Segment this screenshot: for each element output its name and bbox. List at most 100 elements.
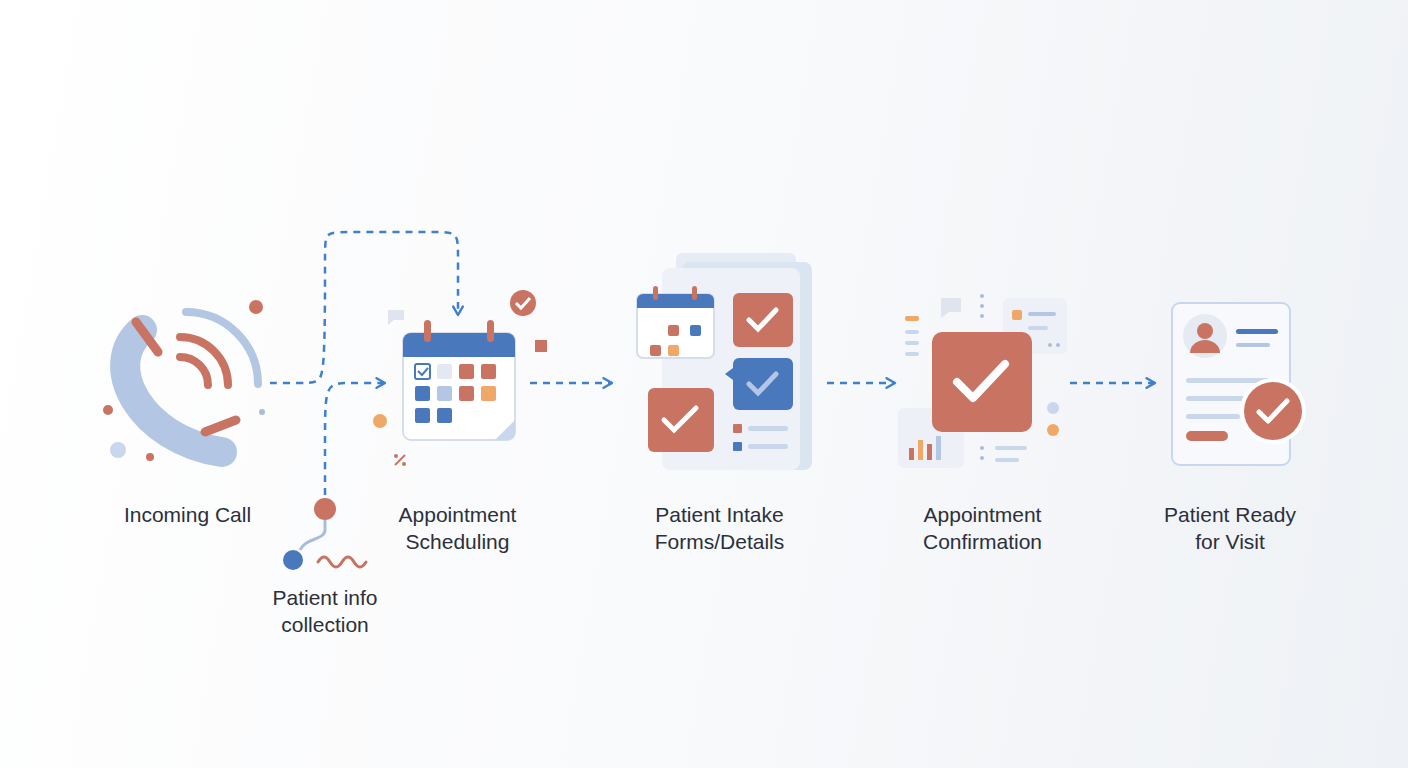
calendar-icon-part [481,364,496,379]
calendar-icon-part [403,333,515,440]
intake-forms-icon-part [748,444,788,449]
intake-forms-icon-part [749,374,776,393]
patient-card-icon [1172,303,1306,465]
calendar-icon-part [402,462,406,466]
patient-card-icon-part [1236,329,1278,334]
phone-icon-part [205,420,236,432]
calendar-icon-part [373,414,387,428]
intake-forms-icon-part [733,442,742,451]
confirmation-icon-part [909,448,914,460]
step-label-box: Patient Intake Forms/Details [612,501,827,555]
calendar-icon-part [437,386,452,401]
calendar-icon-part [495,420,515,440]
intake-forms-icon-part [748,426,788,431]
confirmation-icon-part [905,341,919,345]
phone-icon-part [110,442,126,458]
patient-card-icon-part [1186,414,1240,419]
step-label: Patient Ready for Visit [1155,501,1305,555]
info-collection-icon-part [318,557,366,567]
calendar-icon-part [388,310,404,325]
confirmation-icon [898,294,1067,468]
confirmation-icon-part [1047,402,1059,414]
step-label: Incoming Call [105,501,270,528]
intake-forms-icon-part [725,368,733,380]
confirmation-icon-part [980,446,984,450]
intake-forms-icon-part [664,408,696,430]
patient-card-icon-part [1259,401,1287,421]
flow-arrow [1070,382,1155,385]
confirmation-icon-part [957,364,1005,398]
phone-icon-part [146,453,154,461]
info-collection-icon-part [300,520,325,550]
flow-arrow [270,232,458,383]
process-step: Patient Intake Forms/Details [612,250,827,550]
patient-card-icon-part [1186,431,1228,441]
confirmation-icon-part [932,332,1032,432]
confirmation-icon-part [936,436,941,460]
intake-forms-icon-part [733,424,742,433]
confirmation-icon-part [980,456,984,460]
step-label: Appointment Confirmation [895,501,1070,555]
patient-card-icon-part [1236,343,1270,347]
step-label-box: Patient info collection [255,584,395,638]
confirmation-icon-part [995,446,1027,450]
intake-forms-icon-part [650,345,661,356]
phone-icon-part [180,357,208,385]
step-label-box: Appointment Scheduling [385,501,530,555]
process-step: Incoming Call [105,295,270,535]
intake-forms-icon-part [692,286,697,300]
phone-icon-part [259,409,265,415]
calendar-icon-part [394,454,398,458]
intake-forms-icon-part [690,325,701,336]
confirmation-icon-part [918,440,923,460]
info-collection-icon-part [314,498,336,520]
calendar-icon-part [415,408,430,423]
phone-icon-part [103,405,113,415]
intake-forms-icon-part [733,358,793,410]
calendar-icon-part [459,364,474,379]
process-step: Patient info collection [255,495,395,635]
calendar-icon-part [487,320,494,342]
calendar-icon-part [437,408,452,423]
intake-forms-icon-part [648,388,714,452]
intake-forms-icon-part [653,286,658,300]
phone-icon-part [180,337,228,385]
intake-forms-icon-part [668,325,679,336]
patient-card-icon-part [1183,314,1227,358]
phone-icon-part [136,322,158,352]
intake-forms-icon-part [733,293,793,347]
confirmation-icon-part [905,316,919,321]
calendar-icon-part [403,333,515,357]
confirmation-icon-part [980,314,984,318]
step-label: Patient info collection [255,584,395,638]
calendar-icon-part [415,386,430,401]
confirmation-icon-part [1012,310,1022,320]
confirmation-icon-part [1028,326,1048,330]
intake-forms-icon-part [637,294,714,358]
calendar-icon-part [481,386,496,401]
intake-forms-icon [637,253,812,470]
calendar-icon-part [516,298,530,308]
calendar-icon-part [395,455,405,465]
confirmation-icon-part [1048,343,1052,347]
intake-forms-icon-part [637,294,714,308]
confirmation-icon-part [980,294,984,298]
patient-card-icon-part [1244,382,1302,440]
step-label: Appointment Scheduling [385,501,530,555]
phone-icon [103,300,265,461]
confirmation-icon-part [1047,424,1059,436]
step-label: Patient Intake Forms/Details [612,501,827,555]
step-label-box: Patient Ready for Visit [1155,501,1305,555]
confirmation-icon-part [980,304,984,308]
patient-card-icon-part [1240,378,1306,444]
calendar-icon-part [415,364,430,379]
confirmation-icon-part [905,352,919,356]
intake-forms-icon-part [749,310,776,329]
confirmation-icon-part [905,330,919,334]
step-label-box: Appointment Confirmation [895,501,1070,555]
phone-icon-part [186,312,258,384]
info-collection-icon-part [283,550,303,570]
